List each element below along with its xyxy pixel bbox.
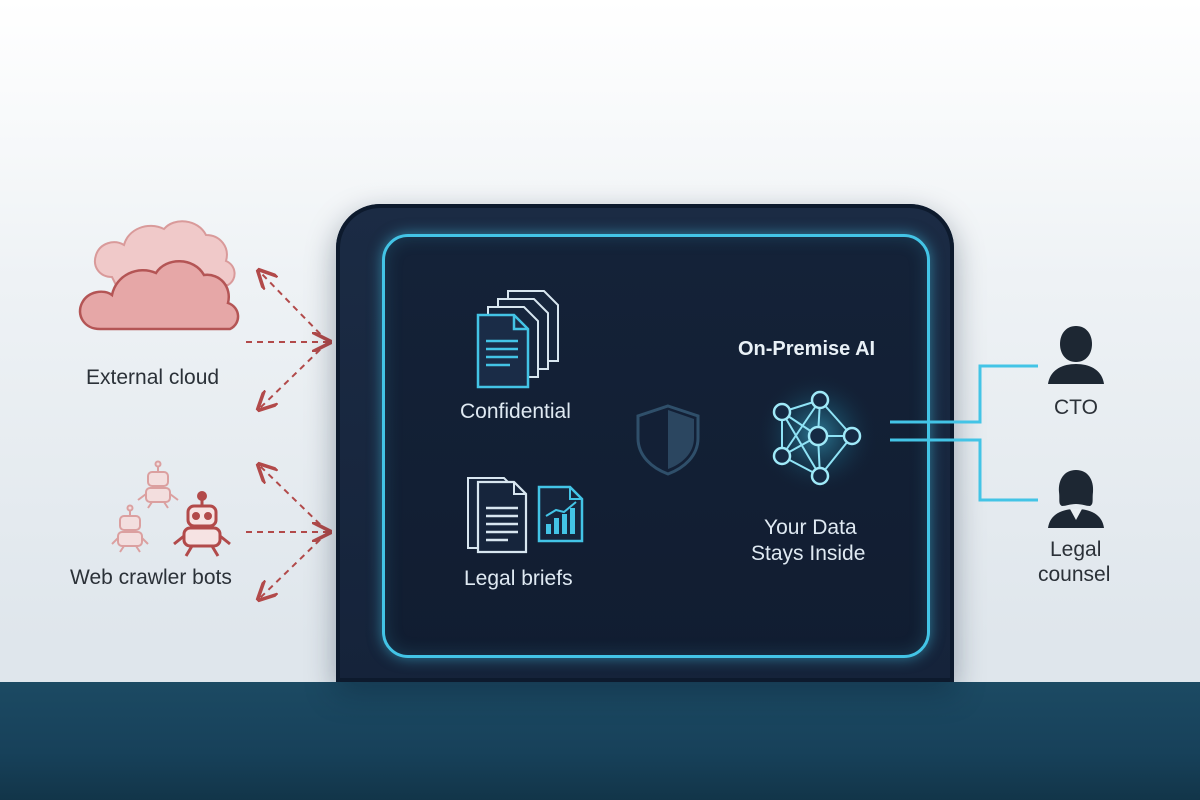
legal-counsel-label-line1: Legal (1050, 538, 1102, 561)
web-crawler-bots-label: Web crawler bots (70, 566, 232, 589)
cto-label: CTO (1054, 396, 1098, 419)
shield-icon (632, 402, 704, 478)
ai-caption-line1: Your Data (764, 516, 857, 539)
robot-icon (110, 460, 240, 560)
cto-user-icon (1044, 322, 1108, 386)
legal-briefs-label: Legal briefs (464, 567, 573, 590)
user-connection-lines (886, 360, 1046, 510)
threat-arrows (240, 260, 340, 610)
cloud-icon (70, 205, 245, 345)
document-icon (464, 472, 536, 556)
legal-counsel-user-icon (1044, 466, 1108, 530)
external-cloud-label: External cloud (86, 366, 220, 389)
legal-counsel-label-line2: counsel (1038, 563, 1111, 586)
neural-network-icon (752, 372, 882, 496)
floor-band (0, 682, 1200, 800)
confidential-label: Confidential (460, 400, 571, 423)
on-premise-ai-title: On-Premise AI (738, 338, 876, 360)
bar-chart-document-icon (536, 484, 586, 544)
document-stack-icon (474, 287, 566, 391)
ai-caption-line2: Stays Inside (751, 542, 866, 565)
